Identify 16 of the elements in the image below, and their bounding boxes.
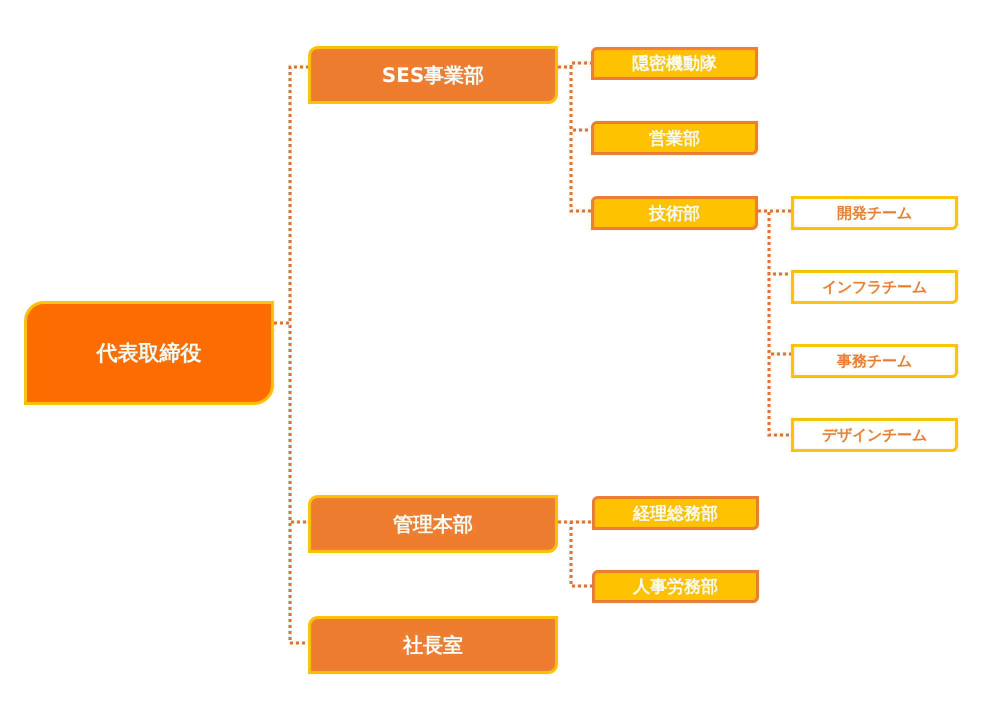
division-box: 管理本部: [308, 495, 558, 553]
team-box: インフラチーム: [791, 270, 958, 304]
team-box: 開発チーム: [791, 196, 958, 230]
connector-line: [758, 210, 791, 436]
department-box: 人事労務部: [592, 570, 759, 603]
department-box: 技術部: [591, 196, 758, 230]
team-box: 事務チーム: [791, 344, 958, 378]
connector-line: [558, 66, 591, 212]
division-box: 社長室: [308, 616, 558, 674]
department-box: 営業部: [591, 121, 758, 155]
department-box: 隠密機動隊: [591, 47, 758, 80]
connector-line: [558, 520, 592, 588]
team-box: デザインチーム: [791, 418, 958, 452]
division-box: SES事業部: [308, 46, 558, 104]
department-box: 経理総務部: [592, 496, 759, 530]
executive-box: 代表取締役: [24, 301, 274, 405]
